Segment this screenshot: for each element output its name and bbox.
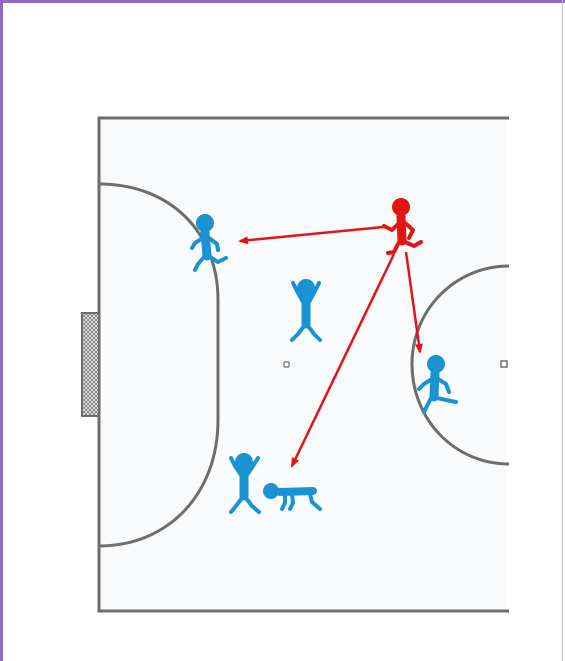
- penalty-spot: [284, 362, 289, 367]
- goal-net: [82, 313, 99, 416]
- center-spot: [501, 361, 507, 367]
- pitch-surface: [99, 118, 507, 611]
